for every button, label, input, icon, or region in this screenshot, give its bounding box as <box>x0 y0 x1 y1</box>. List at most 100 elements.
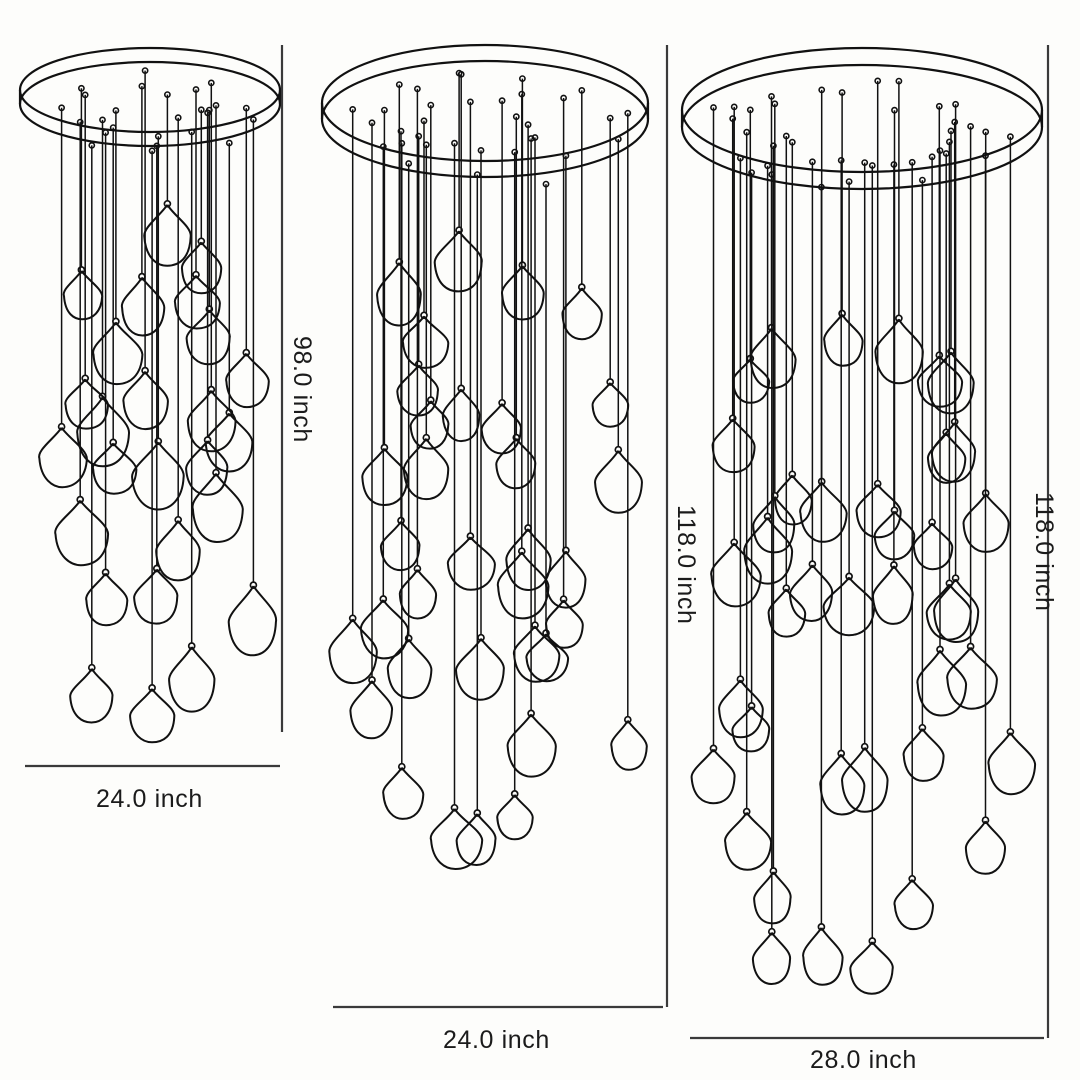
variant-3-pendant-group <box>690 77 1037 995</box>
rod-mount-dot <box>845 178 853 185</box>
rod-mount-dot <box>947 127 955 135</box>
raindrop-pendant <box>401 315 450 369</box>
raindrop-pendant <box>690 748 736 805</box>
raindrop-pendant <box>328 618 378 685</box>
rod-mount-dot <box>838 89 846 96</box>
rod-mount-dot <box>192 86 200 93</box>
rod-mount-dot <box>163 91 171 98</box>
raindrop-pendant <box>591 382 630 428</box>
rod-mount-dot <box>249 116 257 123</box>
raindrop-pendant <box>718 679 764 739</box>
rod-mount-dot <box>737 154 744 162</box>
raindrop-pendant <box>386 638 433 700</box>
raindrop-pendant <box>54 499 110 567</box>
raindrop-pendant <box>871 565 914 625</box>
rod-mount-dot <box>511 148 519 156</box>
raindrop-pendant <box>180 241 223 295</box>
raindrop-pendant <box>946 646 998 710</box>
raindrop-pendant <box>382 767 425 820</box>
pendant-ring <box>936 645 944 654</box>
raindrop-pendant <box>902 728 945 782</box>
rod-mount-dot <box>982 152 989 160</box>
raindrop-pendant <box>143 204 192 267</box>
rod-mount-dot <box>542 180 550 188</box>
rod-mount-dot <box>861 159 869 166</box>
pendant-ring <box>87 663 96 672</box>
raindrop-pendant <box>225 353 270 409</box>
height-label-variant-1: 98.0 inch <box>288 336 316 443</box>
rod-mount-dot <box>395 81 403 88</box>
raindrop-pendant <box>819 753 866 816</box>
raindrop-pendant <box>753 871 792 925</box>
raindrop-pendant <box>594 450 643 514</box>
rod-mount-dot <box>188 128 196 136</box>
rod-mount-dot <box>212 102 220 109</box>
rod-mount-dot <box>154 132 162 140</box>
rod-mount-dot <box>614 135 622 143</box>
raindrop-pendant <box>122 371 169 431</box>
raindrop-pendant <box>926 432 967 484</box>
raindrop-pendant <box>69 668 114 724</box>
rod-mount-dot <box>710 104 717 111</box>
raindrop-pendant <box>512 625 561 683</box>
raindrop-pendant <box>85 572 129 627</box>
rod-mount-dot <box>415 132 423 140</box>
rod-mount-dot <box>466 98 474 106</box>
rod-mount-dot <box>748 169 755 176</box>
raindrop-pendant <box>186 390 237 453</box>
rod-mount-dot <box>837 156 845 164</box>
rod-mount-dot <box>225 139 233 147</box>
variant-2-canopy <box>320 43 650 179</box>
rod-mount-dot <box>242 104 250 112</box>
rod-mount-dot <box>379 143 387 150</box>
raindrop-pendant <box>933 578 980 643</box>
height-label-variant-2: 118.0 inch <box>672 505 700 625</box>
raindrop-pendant <box>525 633 570 683</box>
rod-mount-dot <box>935 102 943 110</box>
raindrop-pendant <box>455 638 505 701</box>
raindrop-pendant <box>92 321 144 386</box>
rod-mount-dot <box>531 134 539 141</box>
rod-mount-dot <box>768 93 775 100</box>
raindrop-pendant <box>849 941 894 995</box>
rod-mount-dot <box>473 171 481 178</box>
raindrop-pendant <box>433 230 483 293</box>
rod-mount-dot <box>527 135 535 142</box>
variant-1-canopy <box>18 46 282 148</box>
raindrop-pendant <box>446 536 496 591</box>
rod-mount-dot <box>148 147 156 155</box>
fixtures-group <box>18 43 1044 995</box>
rod-mount-dot <box>782 132 790 140</box>
pendant-ring <box>207 385 216 394</box>
raindrop-pendant <box>155 520 201 582</box>
pendant-ring <box>890 561 898 569</box>
raindrop-pendant <box>38 427 88 489</box>
raindrop-pendant <box>129 688 176 744</box>
rod-mount-dot <box>919 176 926 184</box>
raindrop-pendant <box>893 879 934 931</box>
rod-mount-dot <box>1007 133 1014 141</box>
rod-mount-dot <box>380 106 388 114</box>
raindrop-pendant <box>751 932 792 985</box>
rod-mount-dot <box>743 128 751 136</box>
pendant-ring <box>895 314 903 323</box>
rod-mount-dot <box>768 171 776 178</box>
raindrop-pendant <box>227 585 277 657</box>
raindrop-pendant <box>168 646 216 713</box>
rod-mount-dot <box>153 142 161 150</box>
rod-mount-dot <box>946 138 953 146</box>
raindrop-pendant <box>916 649 968 717</box>
rod-mount-dot <box>397 127 405 135</box>
variant-1-pendant-group <box>38 67 277 744</box>
raindrop-pendant <box>987 732 1037 796</box>
rod-mount-dot <box>809 158 816 166</box>
rod-mount-dot <box>451 139 458 147</box>
raindrop-pendant <box>455 813 497 866</box>
rod-mount-dot <box>81 91 89 99</box>
variant-1-fixture <box>18 46 282 744</box>
rod-mount-dot <box>518 90 526 98</box>
rod-mount-dot <box>99 116 106 124</box>
raindrop-pendant <box>731 706 771 753</box>
rod-mount-dot <box>764 162 771 170</box>
